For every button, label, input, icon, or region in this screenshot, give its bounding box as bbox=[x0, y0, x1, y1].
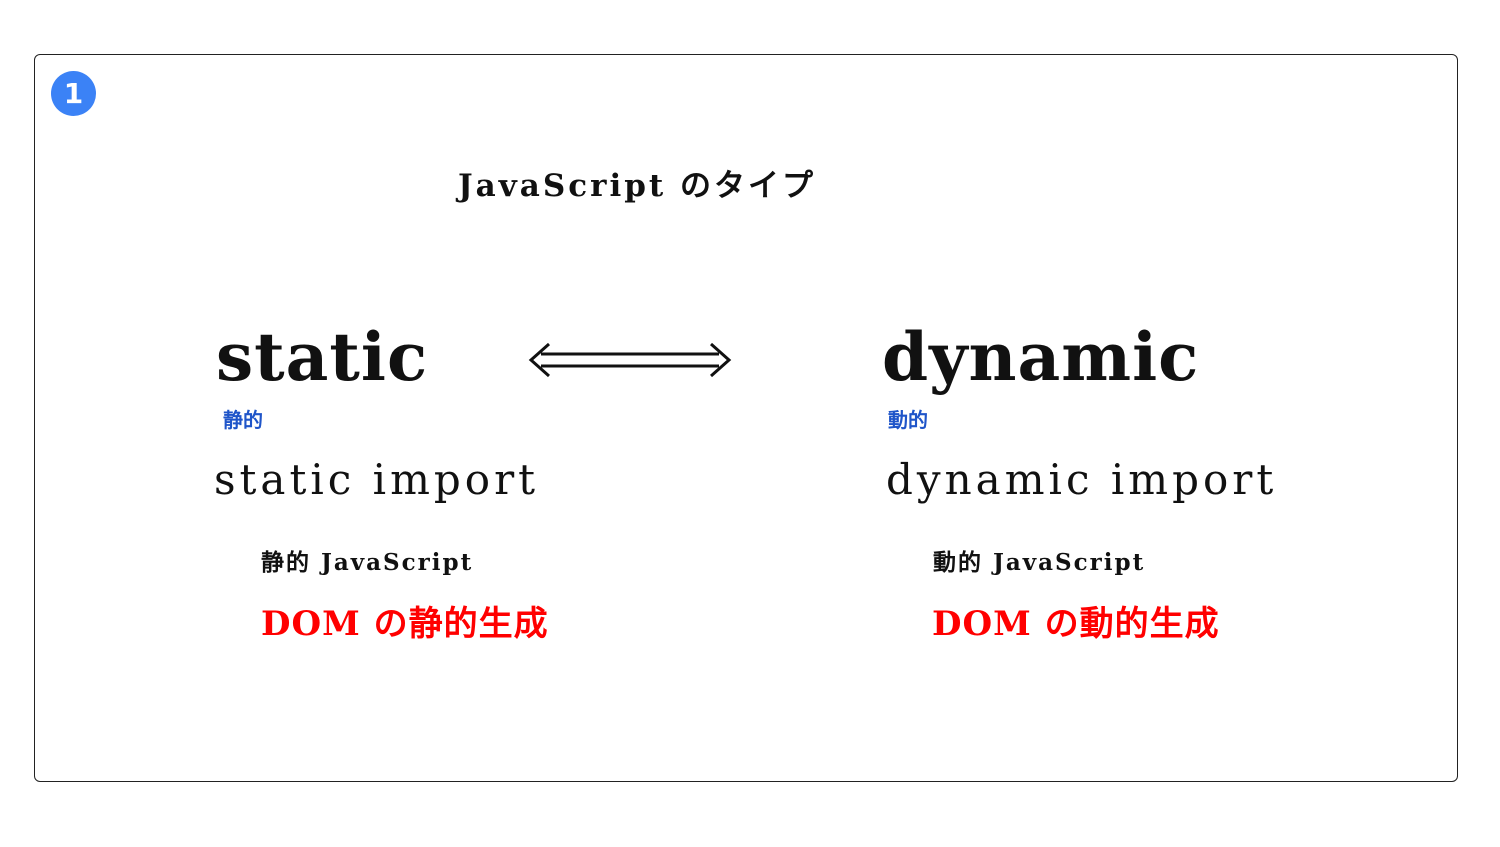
step-number-badge: 1 bbox=[51, 71, 96, 116]
static-kanji-label: 静的 bbox=[223, 408, 263, 432]
double-left-right-arrow-icon-svg bbox=[528, 342, 732, 378]
slide-frame bbox=[34, 54, 1458, 782]
static-import-label: static import bbox=[214, 455, 540, 504]
double-left-right-arrow-icon bbox=[527, 341, 733, 379]
dynamic-import-label: dynamic import bbox=[886, 455, 1278, 504]
static-dom-generation-label: DOM の静的生成 bbox=[261, 604, 549, 644]
dynamic-heading: dynamic bbox=[882, 318, 1200, 396]
static-heading: static bbox=[216, 318, 429, 396]
dynamic-javascript-label: 動的 JavaScript bbox=[933, 549, 1146, 576]
static-javascript-label: 静的 JavaScript bbox=[261, 549, 474, 576]
dynamic-kanji-label: 動的 bbox=[888, 408, 928, 432]
slide-title: JavaScript のタイプ bbox=[458, 168, 817, 204]
dynamic-dom-generation-label: DOM の動的生成 bbox=[932, 604, 1220, 644]
